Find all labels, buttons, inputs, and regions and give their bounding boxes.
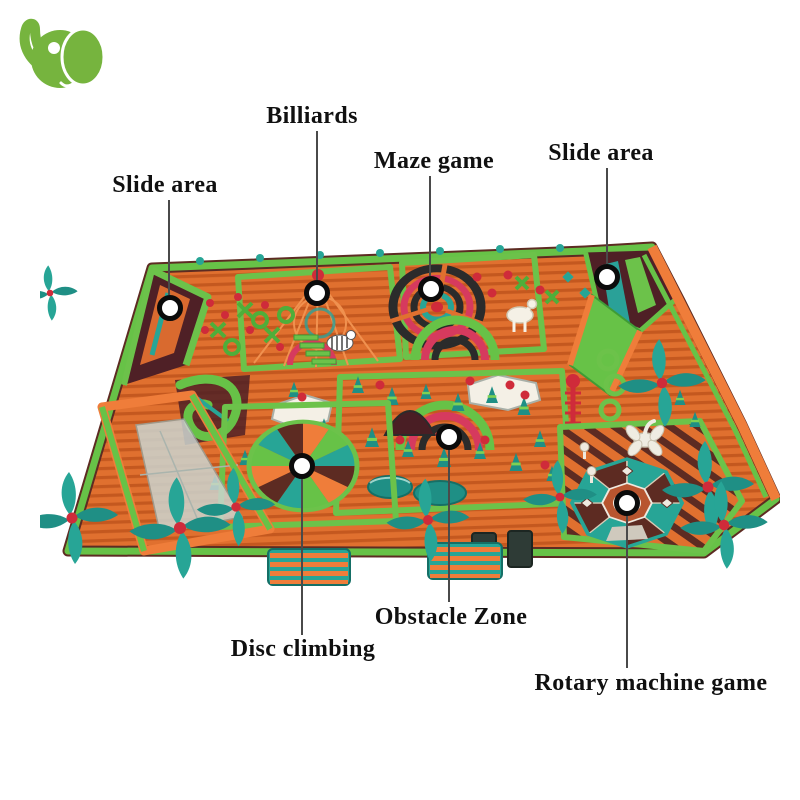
white-elephant-figure xyxy=(625,419,665,457)
annotation-label: Obstacle Zone xyxy=(374,604,528,630)
elephant-smile xyxy=(59,81,76,88)
leader-line xyxy=(316,131,318,280)
entrance-steps-right xyxy=(427,542,503,580)
marker-dot xyxy=(157,295,183,321)
marker-dot xyxy=(614,490,640,516)
annotation-label: Slide area xyxy=(548,140,654,166)
annotation-label: Maze game xyxy=(373,148,495,174)
marker-dot xyxy=(418,276,444,302)
inflatable-park-photo xyxy=(40,241,780,586)
annotation-label: Disc climbing xyxy=(230,636,376,662)
leader-line xyxy=(626,516,628,668)
arch-slides xyxy=(383,315,500,451)
elephant-logo xyxy=(19,18,106,88)
marker-dot xyxy=(304,280,330,306)
xo-decorations xyxy=(201,270,591,356)
leader-line xyxy=(301,479,303,635)
elephant-eye xyxy=(48,42,60,54)
annotation-label: Billiards xyxy=(266,103,358,129)
marker-dot xyxy=(289,453,315,479)
entrance-steps-left xyxy=(267,548,351,586)
leader-line xyxy=(606,168,608,264)
marker-dot xyxy=(594,264,620,290)
leader-line xyxy=(448,450,450,602)
marker-dot xyxy=(436,424,462,450)
elephant-ear xyxy=(60,27,106,87)
annotation-label: Rotary machine game xyxy=(534,670,768,696)
camel-figure xyxy=(506,298,538,332)
ring-toss-posts xyxy=(579,442,597,483)
leader-line xyxy=(168,200,170,295)
annotation-label: Slide area xyxy=(112,172,218,198)
zebra-figure xyxy=(326,330,356,352)
staircase xyxy=(287,334,337,366)
leader-line xyxy=(429,176,431,276)
